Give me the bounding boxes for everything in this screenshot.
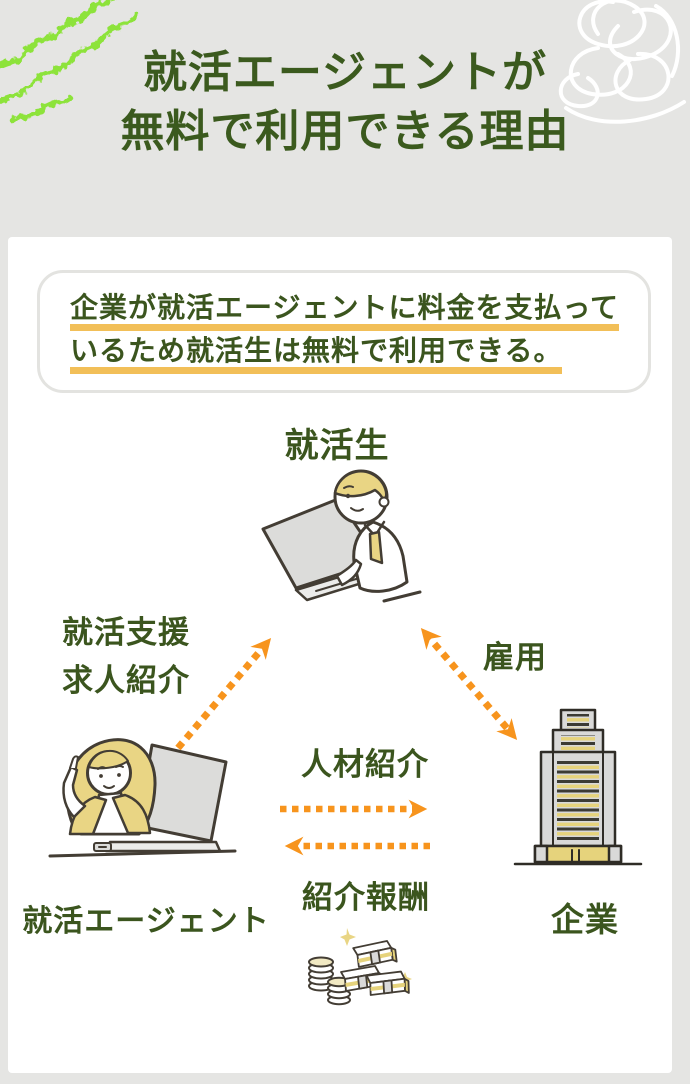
referral-edge-label: 人材紹介 — [301, 747, 429, 783]
page-title-line2: 無料で利用できる理由 — [120, 105, 570, 157]
reason-callout-box: 企業が就活エージェントに料金を支払って いるため就活生は無料で利用できる。 — [37, 270, 651, 394]
sparkle-icon — [398, 972, 412, 986]
sparkle-icon — [340, 928, 356, 946]
student-at-laptop-icon — [261, 469, 422, 603]
support-edge-label-line2: 求人紹介 — [62, 663, 190, 700]
page-title: 就活エージェントが 無料で利用できる理由 — [0, 44, 690, 161]
money-stacks-icon — [308, 928, 412, 1006]
reward-edge-label: 紹介報酬 — [302, 880, 430, 916]
agent-node-label: 就活エージェント — [22, 904, 270, 939]
callout-line1: 企業が就活エージェントに料金を支払って — [70, 291, 620, 332]
agent-woman-at-laptop-icon — [48, 738, 237, 858]
page-title-line1: 就活エージェントが — [142, 47, 548, 98]
content-card: 企業が就活エージェントに料金を支払って いるため就活生は無料で利用できる。 就活… — [8, 237, 672, 1073]
student-node-label: 就活生 — [284, 426, 390, 466]
header: 就活エージェントが 無料で利用できる理由 — [0, 0, 690, 237]
support-edge-label: 就活支援 求人紹介 — [62, 609, 190, 705]
office-building-icon — [513, 708, 643, 866]
employment-edge-label: 雇用 — [483, 640, 547, 676]
company-node-label: 企業 — [551, 900, 619, 939]
support-edge-label-line1: 就活支援 — [62, 615, 190, 651]
callout-line2: いるため就活生は無料で利用できる。 — [70, 334, 563, 375]
